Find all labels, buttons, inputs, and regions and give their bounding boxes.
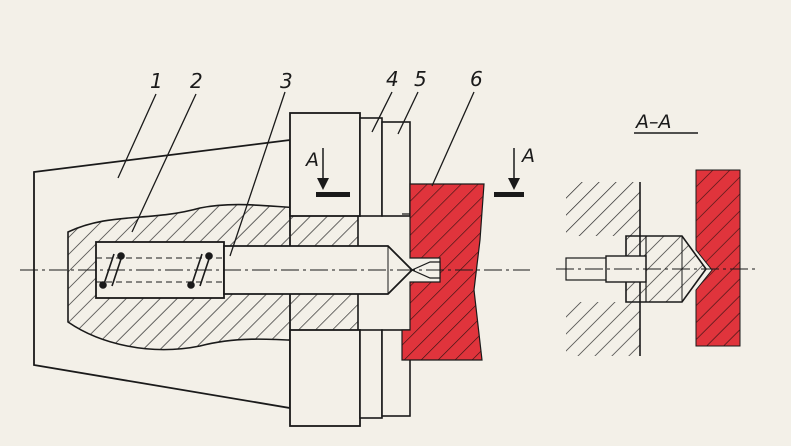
flange-upper [289, 112, 361, 217]
cut-label-right: A [520, 145, 535, 167]
leader-lines [117, 91, 475, 257]
section-title: A–A [634, 111, 672, 133]
flange-lower [289, 329, 361, 427]
part-4-lower [359, 329, 383, 419]
spring-element [99, 252, 213, 289]
main-view: A A 1 2 3 4 5 6 [20, 67, 535, 427]
part-label-3: 3 [280, 69, 293, 93]
part-label-4: 4 [386, 67, 399, 91]
section-view-a-a: A–A [556, 111, 756, 356]
part-5-upper [381, 121, 411, 217]
part-label-6: 6 [470, 67, 483, 91]
part-label-1: 1 [150, 69, 163, 93]
part-label-2: 2 [190, 69, 203, 93]
workpiece-part-6 [401, 183, 485, 361]
part-4-upper [359, 117, 383, 217]
section-workpiece [695, 169, 741, 347]
section-body-hatch [566, 182, 640, 356]
section-cut-marker-right: A [494, 145, 535, 197]
part-label-5: 5 [414, 67, 427, 91]
cut-label-left: A [304, 149, 319, 171]
section-cut-marker-left: A [304, 148, 350, 197]
